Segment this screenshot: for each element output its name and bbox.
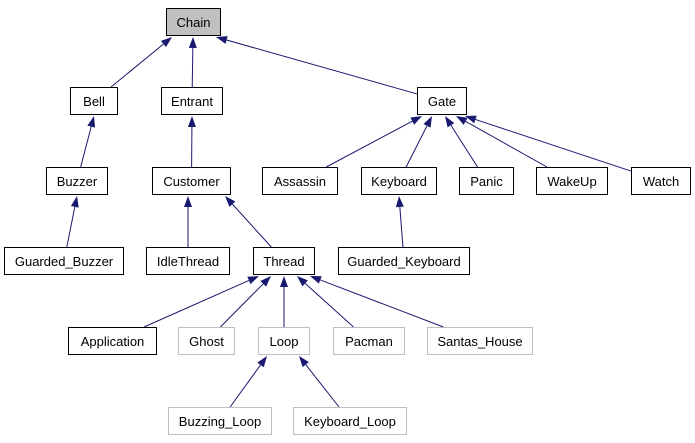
class-node-pacman: Pacman	[333, 327, 405, 355]
class-node-loop: Loop	[258, 327, 310, 355]
inheritance-arrow-loop-to-thread	[280, 276, 288, 327]
inheritance-arrow-gate-to-chain	[216, 36, 418, 95]
inheritance-arrow-panic-to-gate	[445, 116, 478, 168]
inheritance-arrow-idlethread-to-customer	[184, 196, 192, 247]
inheritance-arrow-guarded_keyboard-to-keyboard	[395, 196, 404, 248]
inheritance-arrow-application-to-thread	[143, 276, 259, 328]
class-node-keyboard[interactable]: Keyboard	[361, 167, 437, 195]
class-node-santas_house: Santas_House	[427, 327, 533, 355]
inheritance-arrow-customer-to-entrant	[187, 116, 196, 168]
class-node-buzzing_loop: Buzzing_Loop	[168, 407, 272, 435]
class-node-customer[interactable]: Customer	[152, 167, 231, 195]
inheritance-arrow-wakeup-to-gate	[456, 116, 548, 168]
class-node-assassin[interactable]: Assassin	[262, 167, 338, 195]
class-node-thread[interactable]: Thread	[253, 247, 315, 275]
inheritance-arrow-entrant-to-chain	[188, 37, 197, 88]
class-node-chain: Chain	[166, 8, 221, 36]
inheritance-arrow-keyboard_loop-to-loop	[299, 356, 340, 408]
class-node-buzzer[interactable]: Buzzer	[46, 167, 108, 195]
class-node-entrant[interactable]: Entrant	[161, 87, 223, 115]
class-node-application[interactable]: Application	[68, 327, 157, 355]
class-node-keyboard_loop: Keyboard_Loop	[293, 407, 407, 435]
class-node-wakeup[interactable]: WakeUp	[536, 167, 608, 195]
class-node-idlethread[interactable]: IdleThread	[146, 247, 230, 275]
inheritance-arrow-guarded_buzzer-to-buzzer	[66, 196, 79, 248]
inheritance-arrow-pacman-to-thread	[297, 276, 354, 328]
class-node-bell[interactable]: Bell	[70, 87, 118, 115]
inheritance-arrow-ghost-to-thread	[220, 276, 271, 328]
inheritance-arrow-santas_house-to-thread	[310, 276, 444, 328]
inheritance-arrow-assassin-to-gate	[326, 116, 422, 168]
inheritance-arrow-thread-to-customer	[225, 196, 272, 248]
inheritance-arrow-buzzer-to-bell	[80, 116, 96, 168]
class-node-ghost: Ghost	[178, 327, 235, 355]
inheritance-arrow-bell-to-chain	[110, 37, 172, 88]
class-node-gate[interactable]: Gate	[417, 87, 467, 115]
class-node-guarded_keyboard[interactable]: Guarded_Keyboard	[338, 247, 470, 275]
inheritance-arrow-buzzing_loop-to-loop	[229, 356, 267, 408]
class-node-watch[interactable]: Watch	[631, 167, 691, 195]
class-node-guarded_buzzer[interactable]: Guarded_Buzzer	[4, 247, 124, 275]
inheritance-arrow-watch-to-gate	[465, 115, 632, 172]
class-node-panic[interactable]: Panic	[459, 167, 514, 195]
inheritance-arrow-keyboard-to-gate	[405, 116, 432, 168]
